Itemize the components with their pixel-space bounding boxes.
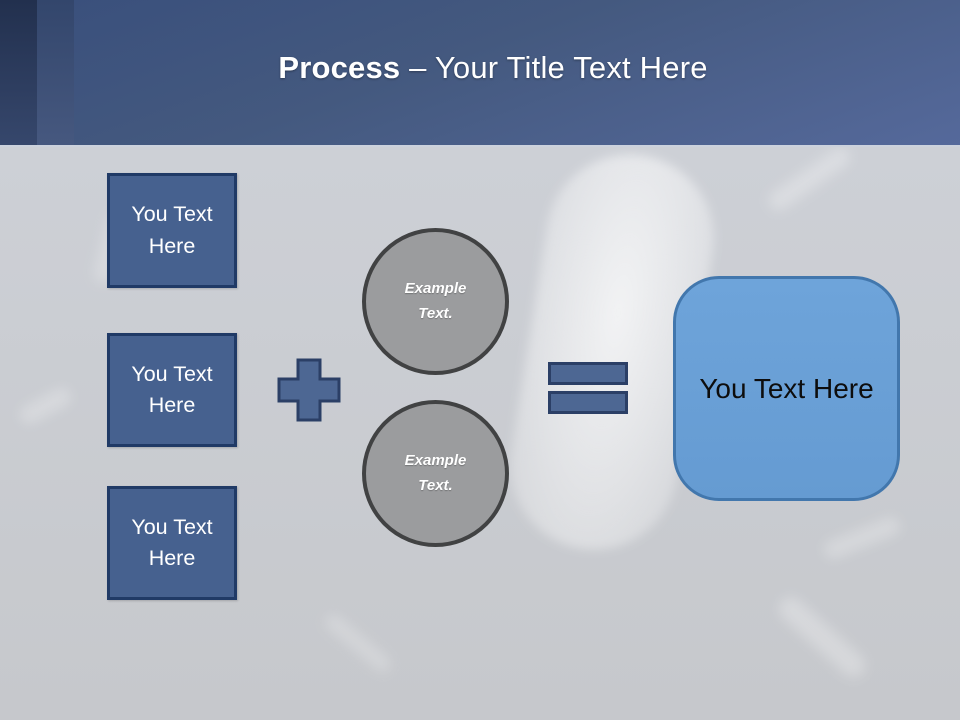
result-box-label: You Text Here — [699, 372, 874, 404]
input-box-2-label: You Text Here — [131, 361, 213, 417]
slide-title: Process – Your Title Text Here — [0, 50, 960, 86]
plus-icon — [277, 358, 341, 422]
slide-title-keyword: Process — [278, 50, 401, 85]
slide-header: Process – Your Title Text Here — [0, 0, 960, 147]
bacteria-rod-illustration — [322, 611, 394, 675]
input-box-1-label: You Text Here — [131, 202, 213, 258]
bacteria-rod-illustration — [773, 591, 871, 683]
bacteria-rod-illustration — [821, 514, 903, 562]
header-accent-bar-light — [37, 0, 74, 145]
result-box: You Text Here — [673, 276, 900, 501]
bacteria-rod-illustration — [764, 147, 855, 215]
slide-title-subtitle: – Your Title Text Here — [400, 50, 708, 85]
equals-icon — [548, 362, 628, 414]
example-circle-1-label: Example Text. — [404, 279, 467, 322]
equals-bar-bottom — [548, 391, 628, 414]
slide-body: You Text Here You Text Here You Text Her… — [0, 147, 960, 720]
input-box-3: You Text Here — [107, 486, 237, 600]
equals-bar-top — [548, 362, 628, 385]
input-box-2: You Text Here — [107, 333, 237, 447]
example-circle-2: Example Text. — [362, 400, 509, 547]
header-accent-bar-dark — [0, 0, 37, 145]
example-circle-2-label: Example Text. — [404, 451, 467, 494]
bacteria-rod-illustration — [16, 385, 75, 427]
example-circle-1: Example Text. — [362, 228, 509, 375]
input-box-3-label: You Text Here — [131, 514, 213, 570]
input-box-1: You Text Here — [107, 173, 237, 288]
